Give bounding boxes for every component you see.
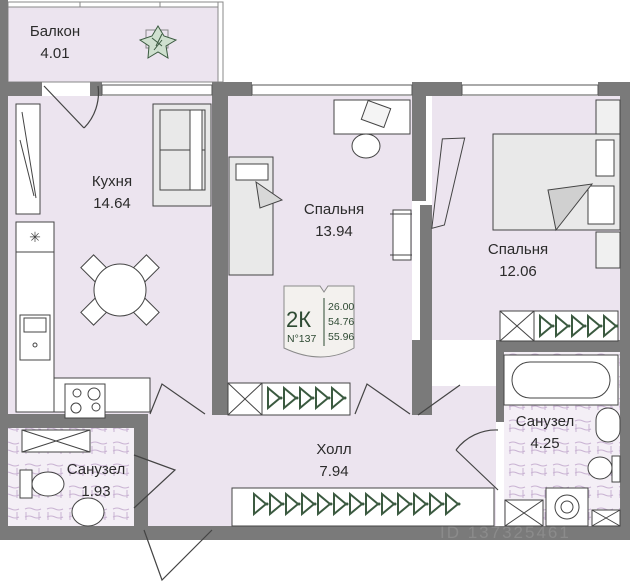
badge-area-total: 54.76 (328, 316, 354, 328)
sofa (152, 103, 212, 207)
kitchen-area: 14.64 (93, 195, 131, 212)
balcony-name: Балкон (30, 23, 80, 40)
doors (43, 85, 499, 582)
dining-table (80, 254, 160, 326)
badge-area-living: 26.00 (328, 301, 354, 313)
hall-area: 7.94 (319, 463, 348, 480)
bathroom-large-area: 4.25 (530, 435, 559, 452)
radiator-drying-rack (392, 209, 412, 261)
nightstand-bottom (595, 231, 621, 269)
stove (64, 383, 106, 419)
bathroom-small-fixtures (19, 429, 105, 527)
hall-name: Холл (316, 441, 351, 458)
nightstand-top (595, 99, 621, 135)
washbasin-large (595, 407, 621, 443)
badge-area-with-balcony: 55.96 (328, 331, 354, 343)
kitchen-furniture: ✳ (15, 103, 212, 419)
bedroom1-area: 13.94 (315, 223, 353, 240)
bedroom1-furniture (228, 99, 412, 276)
watermark: ID 137325461 (440, 523, 571, 542)
laptop (360, 99, 392, 129)
walls (0, 0, 630, 540)
plant-icon (138, 25, 178, 59)
sink (19, 314, 51, 361)
room-balcony (7, 1, 224, 83)
bathroom-small-area: 1.93 (81, 483, 110, 500)
apartment-badge: 2К N°137 26.00 54.76 55.96 (283, 285, 355, 358)
svg-text:✳: ✳ (29, 229, 41, 245)
chair (351, 133, 381, 159)
bedroom1-name: Спальня (304, 201, 364, 218)
room-labels: Балкон 4.01 Кухня 14.64 Спальня 13.94 Сп… (30, 23, 574, 500)
balcony-area: 4.01 (40, 45, 69, 62)
toilet-small (31, 471, 65, 497)
bedroom2-furniture (431, 99, 621, 342)
bedroom2-name: Спальня (488, 241, 548, 258)
fridge (15, 221, 55, 253)
windows (101, 84, 599, 96)
bathroom-small-name: Санузел (67, 461, 125, 478)
apartment-number: N°137 (287, 333, 316, 345)
washbasin-small (71, 497, 105, 527)
bedroom2-area: 12.06 (499, 263, 537, 280)
wardrobe-bedroom2 (499, 310, 619, 342)
toilet-large (587, 456, 613, 480)
bathroom-large-fixtures (503, 354, 621, 527)
bathroom-large-name: Санузел (516, 413, 574, 430)
washing-machine (545, 487, 589, 527)
kitchen-name: Кухня (92, 173, 132, 190)
wardrobe-hall (231, 487, 495, 527)
apartment-type: 2К (286, 307, 311, 332)
